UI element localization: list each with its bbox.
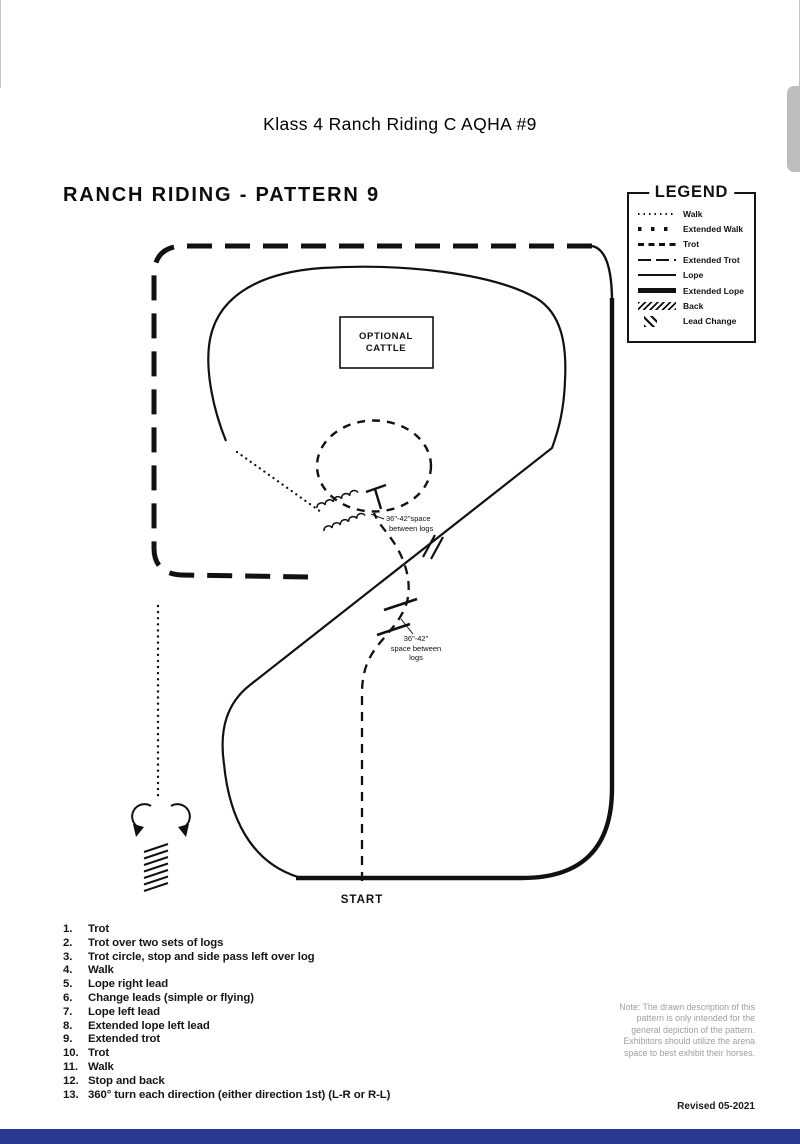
step-item: 7.Lope left lead bbox=[63, 1005, 161, 1018]
extended-trot-dashed-path bbox=[151, 243, 592, 580]
legend-row-trot: Trot bbox=[629, 237, 754, 252]
extended-trot-line-sample bbox=[638, 258, 676, 262]
step-item: 8.Extended lope left lead bbox=[63, 1019, 210, 1032]
turn-arrow-right-head bbox=[178, 824, 189, 837]
pattern-diagram: OPTIONAL CATTLE 36"-42"space between log… bbox=[131, 243, 615, 906]
legend-row-extended-trot: Extended Trot bbox=[629, 252, 754, 267]
revised-date: Revised 05-2021 bbox=[677, 1101, 755, 1112]
step-item: 5.Lope right lead bbox=[63, 978, 169, 991]
lower-log-label-line2: space between bbox=[391, 644, 441, 653]
legend-box: LEGEND Walk Extended Walk Trot Extended … bbox=[627, 183, 756, 343]
legend-title: LEGEND bbox=[648, 183, 735, 202]
lope-corner-path bbox=[591, 244, 614, 303]
extended-walk-line-sample bbox=[638, 227, 676, 231]
legend-row-lope: Lope bbox=[629, 268, 754, 283]
lead-change-sample bbox=[644, 315, 657, 327]
label-pointer-lines bbox=[370, 513, 414, 635]
lower-log-label-line3: logs bbox=[409, 653, 423, 662]
log-set-upper-row2 bbox=[323, 512, 366, 532]
optional-cattle-line2: CATTLE bbox=[366, 343, 406, 354]
legend-row-extended-walk: Extended Walk bbox=[629, 221, 754, 236]
lope-line-sample bbox=[638, 274, 676, 277]
log-set-upper-row1 bbox=[316, 489, 359, 509]
step-item: 4.Walk bbox=[63, 964, 114, 977]
step-item: 12.Stop and back bbox=[63, 1074, 165, 1087]
lower-log-label-line1: 36"-42" bbox=[404, 634, 429, 643]
step-item: 6.Change leads (simple or flying) bbox=[63, 991, 254, 1004]
step-item: 10.Trot bbox=[63, 1047, 110, 1060]
pattern-steps-list: 1.Trot 2.Trot over two sets of logs 3.Tr… bbox=[63, 923, 390, 1102]
step-item: 1.Trot bbox=[63, 923, 110, 935]
legend-row-back: Back bbox=[629, 298, 754, 313]
walk-dotted-diagonal bbox=[235, 450, 323, 514]
legend-row-walk: Walk bbox=[629, 206, 754, 221]
turn-arrow-left-head bbox=[133, 824, 144, 837]
page-edge-left bbox=[0, 0, 1, 88]
step-item: 3.Trot circle, stop and side pass left o… bbox=[63, 950, 315, 963]
scrollbar-thumb[interactable] bbox=[787, 86, 800, 172]
step-item: 13.360° turn each direction (either dire… bbox=[63, 1088, 391, 1101]
document-title: Klass 4 Ranch Riding C AQHA #9 bbox=[263, 114, 537, 134]
lope-loop-path bbox=[207, 265, 567, 879]
step-item: 11.Walk bbox=[63, 1060, 114, 1073]
step-item: 2.Trot over two sets of logs bbox=[63, 936, 224, 949]
start-label: START bbox=[341, 894, 383, 906]
log-set-lower bbox=[376, 597, 418, 637]
turn-arrow-right bbox=[170, 803, 191, 828]
walk-line-sample bbox=[638, 212, 676, 215]
extended-lope-path bbox=[296, 298, 615, 881]
step-item: 9.Extended trot bbox=[63, 1033, 161, 1046]
side-pass-log-mark bbox=[365, 483, 387, 510]
trot-circle bbox=[315, 419, 433, 513]
upper-log-label-line2: between logs bbox=[389, 524, 433, 533]
legend-row-lead-change: Lead Change bbox=[629, 314, 754, 329]
trot-line-sample bbox=[638, 243, 676, 246]
back-line-sample bbox=[638, 302, 676, 311]
extended-lope-line-sample bbox=[638, 288, 676, 293]
bottom-bar bbox=[0, 1129, 800, 1144]
turn-arrow-left bbox=[131, 803, 152, 828]
optional-cattle-line1: OPTIONAL bbox=[359, 331, 413, 342]
optional-cattle-box bbox=[339, 316, 434, 369]
pattern-heading: RANCH RIDING - PATTERN 9 bbox=[63, 184, 380, 206]
trot-path-from-start bbox=[360, 512, 410, 881]
lead-change-mark bbox=[422, 534, 444, 560]
legend-row-extended-lope: Extended Lope bbox=[629, 283, 754, 298]
back-hatch-mark bbox=[143, 843, 169, 892]
upper-log-label-line1: 36"-42"space bbox=[386, 514, 431, 523]
disclaimer-note: Note: The drawn description of this patt… bbox=[619, 1002, 755, 1058]
